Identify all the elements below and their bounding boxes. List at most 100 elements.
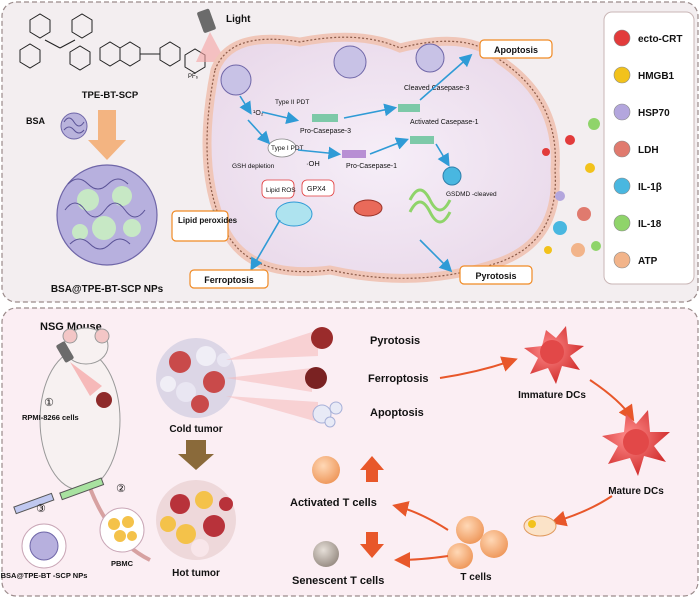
syringe-icons bbox=[13, 477, 105, 515]
gpx4-label: GPX4 bbox=[307, 186, 326, 193]
legend-label-3: LDH bbox=[638, 145, 659, 156]
legend-label-2: HSP70 bbox=[638, 108, 670, 119]
nps-inset-icon bbox=[29, 531, 59, 561]
apoptosis-cell-icon bbox=[312, 401, 343, 428]
tumor-cell bbox=[202, 32, 560, 283]
fan-ferroptosis bbox=[226, 368, 312, 392]
legend-marker-4 bbox=[613, 177, 631, 195]
nanoparticle-icon bbox=[56, 164, 158, 266]
legend-marker-1 bbox=[613, 66, 631, 84]
gsh-depletion-label: GSH depletion bbox=[232, 163, 275, 170]
arrow-to-immature bbox=[439, 356, 518, 379]
step1-label: RPMI-8266 cells bbox=[22, 413, 79, 422]
tpe-bt-scp-molecule bbox=[19, 13, 206, 74]
bsa-label: BSA bbox=[26, 116, 46, 126]
type1-pdt-bubble bbox=[267, 138, 297, 158]
immature-dc-icon bbox=[524, 326, 584, 384]
gpx4-box bbox=[301, 179, 335, 197]
light-source-icon-bottom bbox=[56, 341, 102, 396]
gsdmd-label: GSDMD -cleaved bbox=[446, 191, 497, 198]
pf6-label: PF₆ bbox=[188, 74, 199, 80]
activated-t-cell-icon bbox=[312, 456, 340, 484]
legend-label-0: ecto-CRT bbox=[638, 34, 682, 45]
protein-cluster-icon bbox=[220, 43, 445, 96]
pyrotosis-outcome: Pyrotosis bbox=[475, 271, 516, 281]
death-mode-pyrotosis: Pyrotosis bbox=[370, 335, 420, 347]
light-source-icon bbox=[196, 8, 226, 62]
apoptosis-outcome: Apoptosis bbox=[494, 45, 538, 55]
immature-dcs-label: Immature DCs bbox=[518, 390, 586, 401]
step2-marker: ② bbox=[116, 483, 126, 495]
legend-marker-5 bbox=[613, 214, 631, 232]
fan-apoptosis bbox=[226, 396, 318, 422]
cold-tumor-label: Cold tumor bbox=[169, 424, 222, 435]
fan-pyrotosis bbox=[226, 330, 318, 360]
arrow-to-activated bbox=[392, 501, 449, 531]
lipid-peroxides-outcome: Lipid peroxides bbox=[178, 216, 238, 225]
legend-marker-6 bbox=[613, 251, 631, 269]
legend-marker-3 bbox=[613, 140, 631, 158]
pbmc-label: PBMC bbox=[111, 559, 134, 568]
legend-label-4: IL-1β bbox=[638, 182, 662, 193]
legend-label-5: IL-18 bbox=[638, 219, 662, 230]
lipid-ros-box bbox=[261, 179, 295, 199]
legend-label-6: ATP bbox=[638, 256, 658, 267]
lipid-ros-label: Lipid ROS bbox=[266, 187, 296, 194]
activated-caspase1-icon bbox=[410, 136, 434, 144]
pbmc-inset bbox=[99, 507, 145, 553]
lipid-peroxides-box bbox=[171, 210, 229, 242]
pro-caspase3-icon bbox=[312, 114, 338, 122]
t-cells-group-icon bbox=[447, 516, 508, 569]
assembly-arrow bbox=[88, 110, 126, 160]
up-arrow-icon bbox=[360, 456, 384, 482]
singlet-oxygen-label: ¹O₂ bbox=[253, 110, 264, 117]
senescent-t-cells-label: Senescent T cells bbox=[292, 575, 384, 587]
bsa-protein-icon bbox=[60, 112, 88, 140]
step3-marker: ③ bbox=[36, 503, 46, 515]
ferroptosis-box bbox=[189, 269, 269, 289]
pathway-arrows bbox=[201, 53, 473, 273]
activated-caspase1-label: Activated Casepase-1 bbox=[410, 119, 479, 126]
mature-dcs-label: Mature DCs bbox=[608, 486, 664, 497]
tumor-transition-arrow bbox=[178, 440, 214, 470]
arrow-to-dc-interaction bbox=[550, 495, 613, 527]
apoptosis-box bbox=[479, 39, 553, 59]
pyrotosis-box bbox=[459, 265, 533, 285]
step1-marker: ① bbox=[44, 397, 54, 409]
cold-tumor-icon bbox=[156, 338, 236, 418]
activated-t-cells-label: Activated T cells bbox=[290, 497, 377, 509]
mature-dc-icon bbox=[602, 410, 670, 476]
pro-caspase1-icon bbox=[342, 150, 366, 158]
tumor-site bbox=[96, 392, 112, 408]
nps-label: BSA@TPE-BT -SCP NPs bbox=[1, 571, 88, 580]
arrow-to-senescent bbox=[394, 551, 449, 568]
pbmc-cells-icon bbox=[108, 516, 137, 542]
type2-pdt-label: Type II PDT bbox=[275, 99, 309, 106]
type1-pdt-label: Type I PDT bbox=[271, 145, 304, 152]
pro-caspase3-label: Pro-Casepase-3 bbox=[300, 128, 351, 135]
senescent-t-cell-icon bbox=[313, 541, 339, 567]
cleaved-caspase3-icon bbox=[398, 104, 420, 112]
legend-marker-0 bbox=[613, 29, 631, 47]
cleaved-caspase3-label: Cleaved Casepase-3 bbox=[404, 85, 469, 92]
ferroptosis-cell-icon bbox=[305, 367, 327, 389]
legend-label-1: HMGB1 bbox=[638, 71, 675, 82]
hot-tumor-icon bbox=[156, 480, 236, 560]
pyrotosis-cell-icon bbox=[311, 327, 333, 349]
legend-marker-2 bbox=[613, 103, 631, 121]
compound-label: TPE-BT-SCP bbox=[82, 90, 139, 101]
light-label: Light bbox=[226, 14, 251, 25]
arrow-to-mature bbox=[589, 379, 635, 422]
dc-t-interaction-icon bbox=[523, 515, 557, 537]
t-cells-label: T cells bbox=[460, 572, 492, 583]
ferroptosis-outcome: Ferroptosis bbox=[204, 275, 254, 285]
death-mode-ferroptosis: Ferroptosis bbox=[368, 373, 429, 385]
gsdmd-icon bbox=[442, 166, 462, 186]
pro-caspase1-label: Pro-Casepase-1 bbox=[346, 163, 397, 170]
released-damps bbox=[542, 118, 601, 257]
death-mode-apoptosis: Apoptosis bbox=[370, 407, 424, 419]
hot-tumor-label: Hot tumor bbox=[172, 568, 220, 579]
